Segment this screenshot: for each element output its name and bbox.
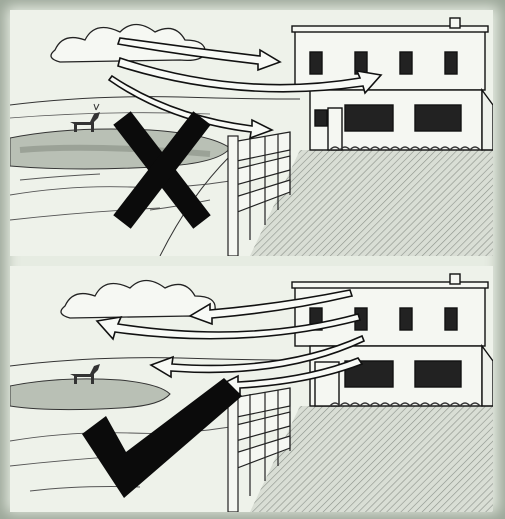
scene-top [10, 10, 493, 256]
scene-bottom [10, 266, 493, 512]
panel-wind-into-house [10, 10, 493, 256]
pond [10, 379, 170, 410]
house [292, 274, 493, 406]
panel-wind-away-from-house [10, 266, 493, 512]
